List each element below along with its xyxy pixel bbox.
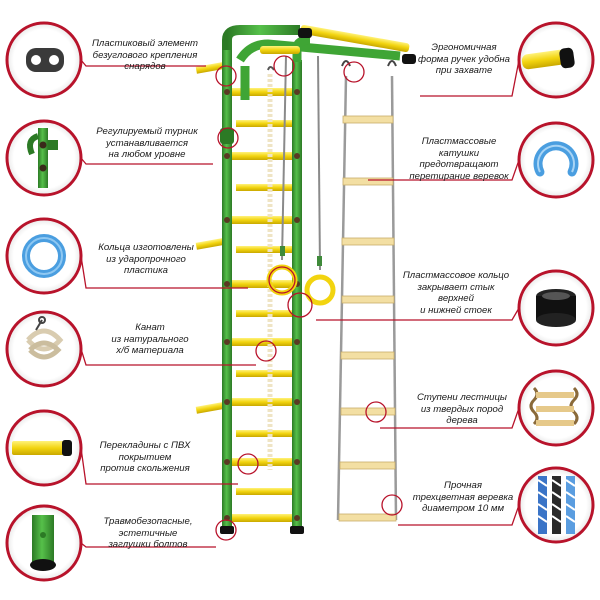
ring-icon xyxy=(22,234,66,278)
callout-label-reels: Пластмассовые катушки предотвращают пере… xyxy=(409,136,509,182)
callout-label-rungs: Перекладины с ПВХ покрытием против сколь… xyxy=(99,440,191,475)
joint-ring-icon xyxy=(536,289,576,327)
wall-bars-frame xyxy=(195,24,416,534)
cord-icon xyxy=(537,476,576,534)
right-callout-circles xyxy=(517,21,595,544)
rung-icon xyxy=(12,440,72,456)
handle-icon xyxy=(521,47,575,70)
callout-label-caps: Травмобезопасные, эстетичные заглушки бо… xyxy=(103,516,193,551)
plastic-reel-icon xyxy=(533,141,579,177)
callout-label-handles: Эргономичная форма ручек удобна при захв… xyxy=(417,42,511,77)
bolt-cap-icon xyxy=(30,515,56,571)
plastic-bracket-icon xyxy=(26,48,64,72)
callout-label-rings: Кольца изготовлены из ударопрочного плас… xyxy=(98,242,194,277)
rope-ladder xyxy=(336,60,398,522)
left-callout-circles xyxy=(5,21,83,582)
callout-label-cord: Прочная трехцветная веревка диаметром 10… xyxy=(412,480,514,515)
leader-lines xyxy=(80,55,520,548)
callout-label-pullup: Регулируемый турник устанавливается на л… xyxy=(96,126,198,161)
rope-ladder-icon xyxy=(529,386,579,426)
callout-label-steps: Ступени лестницы из твердых пород дерева xyxy=(417,392,507,427)
rope-coil-icon xyxy=(26,316,64,360)
callout-label-bracket: Пластиковый элемент безуглового креплени… xyxy=(91,38,199,73)
pullup-bar-icon xyxy=(27,128,58,188)
callout-label-rope: Канат из натурального х/б материала xyxy=(111,322,189,357)
callout-label-joint-ring: Пластмассовое кольцо закрывает стык верх… xyxy=(402,270,510,316)
